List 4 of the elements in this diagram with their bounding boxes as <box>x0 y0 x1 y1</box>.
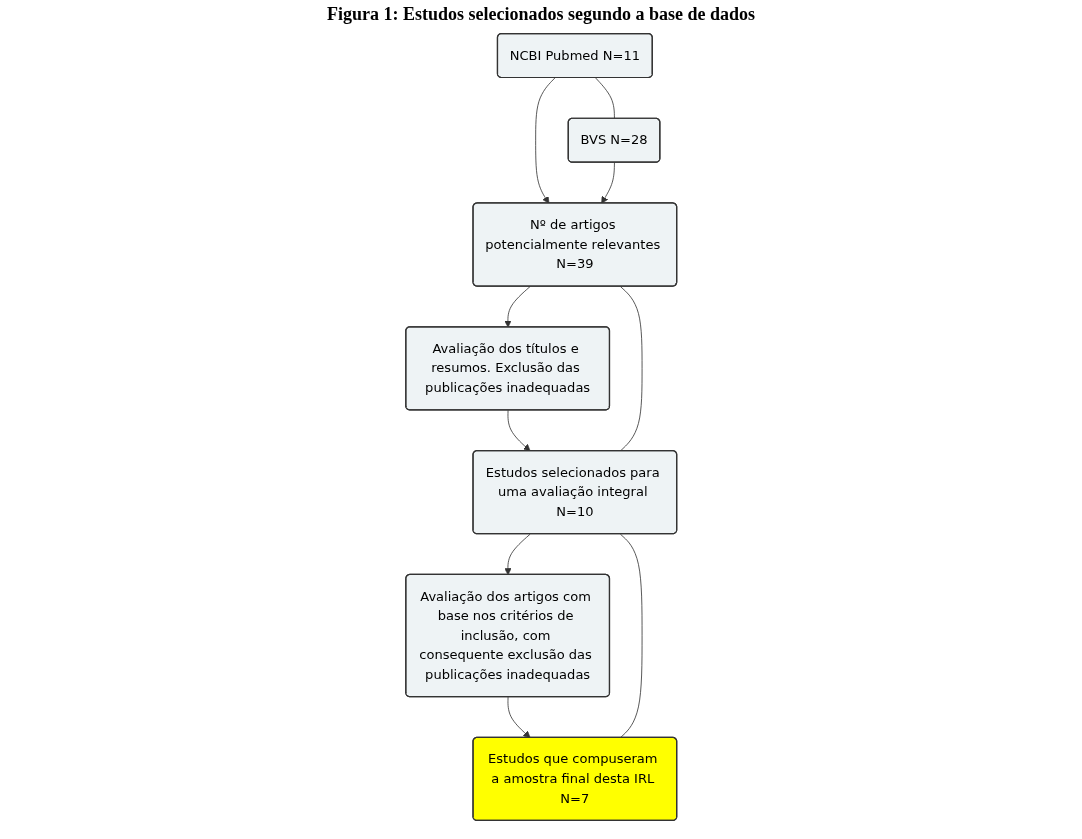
figure-title: Figura 1: Estudos selecionados segundo a base de dados <box>325 4 757 25</box>
connector <box>619 533 643 739</box>
connector <box>594 77 615 120</box>
connector <box>619 286 643 452</box>
